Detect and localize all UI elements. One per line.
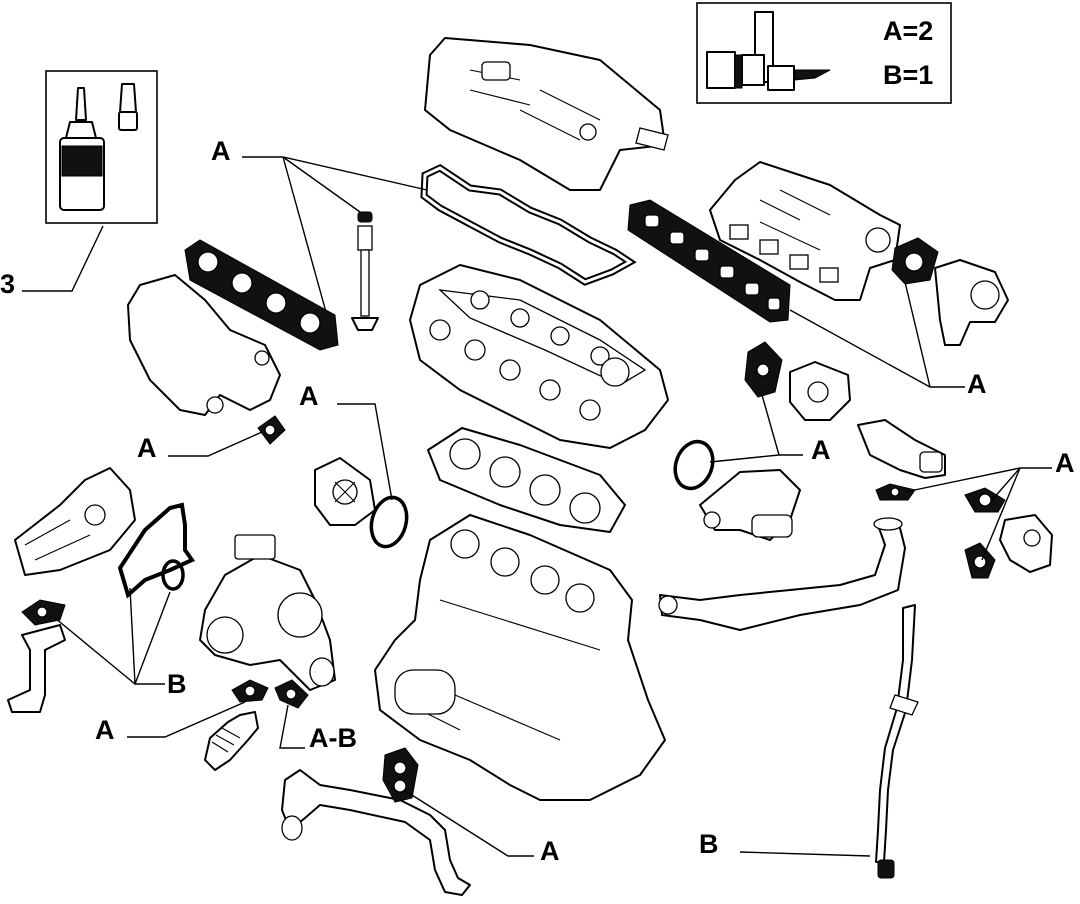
throttle-body <box>934 259 1009 346</box>
leader-a-water-pump <box>337 403 393 501</box>
exhaust-manifold <box>127 274 281 416</box>
oil-pickup-gasket <box>21 599 66 626</box>
callout-a-water-pump: A <box>299 381 319 411</box>
water-pump <box>314 457 376 526</box>
engine-block <box>374 514 666 801</box>
callout-a-bottom-pipe: A <box>540 836 560 866</box>
leader-a-bottom-pipe <box>403 789 534 857</box>
callout-b-oil-pump: B <box>167 669 187 699</box>
intake-manifold-gasket <box>627 199 791 323</box>
crankshaft-seal <box>161 559 185 591</box>
legend-line-a: A=2 <box>883 16 933 46</box>
leader-b-oil-pump <box>54 587 171 685</box>
leader-a-right-egr <box>904 467 1052 561</box>
cylinder-head-gasket <box>427 427 626 533</box>
egr-cooler-pipe <box>658 517 906 631</box>
egr-valve <box>857 419 946 479</box>
intake-manifold <box>709 161 901 301</box>
block-side-gasket <box>382 747 419 803</box>
oil-pickup-tube <box>7 624 66 713</box>
bottle-cap-icon <box>118 83 138 131</box>
valve-cover-gasket <box>420 163 637 286</box>
oil-pump <box>14 467 136 576</box>
leader-a-turbo-flange <box>127 701 246 738</box>
sealant-box <box>45 70 158 224</box>
front-cover-gasket <box>117 502 196 599</box>
water-pump-o-ring <box>369 495 409 549</box>
valve-cover <box>424 37 669 191</box>
coolant-pipe <box>281 769 471 896</box>
leader-a-b-turbo <box>279 704 305 749</box>
egr-gasket-middle <box>964 487 1006 513</box>
egr-gasket-lower <box>964 542 996 579</box>
callout-a-right-manifold: A <box>967 369 987 399</box>
leader-a-right-manifold <box>789 281 965 388</box>
quantity-legend-box: A=2 B=1 <box>696 2 952 104</box>
egr-elbow-pipe <box>999 514 1053 573</box>
vacuum-pump <box>789 361 851 421</box>
cylinder-head <box>409 264 669 449</box>
exhaust-manifold-gasket <box>184 239 339 351</box>
callout-b-dipstick: B <box>699 829 719 859</box>
exhaust-flange-gasket <box>257 415 286 445</box>
leader-a-top-left <box>242 156 428 313</box>
vacuum-pump-gasket <box>744 341 783 398</box>
item-number-3: 3 <box>0 269 15 299</box>
legend-line-b: B=1 <box>883 60 933 90</box>
callout-a-turbo-flange: A <box>95 715 115 745</box>
sealant-bottle-icon <box>59 87 105 211</box>
egr-gasket-upper <box>875 483 916 501</box>
callout-a-thermostat: A <box>811 435 831 465</box>
callout-a-b-turbo: A-B <box>309 723 357 753</box>
gasket-kit-packages-icon <box>706 11 831 91</box>
throttle-flange-gasket <box>891 237 939 285</box>
turbo-drain-hose <box>204 711 259 771</box>
callout-a-top-left: A <box>211 136 231 166</box>
leader-a-left-manifold <box>168 431 263 457</box>
engine-valve <box>351 249 379 331</box>
item-3-leader <box>22 225 104 292</box>
leader-a-thermostat <box>709 394 803 463</box>
callout-a-right-egr: A <box>1055 448 1075 478</box>
turbo-oil-gasket <box>274 679 309 709</box>
oil-dipstick <box>875 604 919 863</box>
thermostat-housing <box>699 469 801 541</box>
turbocharger <box>199 534 336 691</box>
leader-b-dipstick <box>739 851 871 857</box>
thermostat-o-ring <box>673 439 715 491</box>
callout-a-left-manifold: A <box>137 433 157 463</box>
dipstick-plug <box>877 859 895 879</box>
valve-stem-seal <box>357 211 373 251</box>
turbo-flange-gasket <box>231 679 269 703</box>
